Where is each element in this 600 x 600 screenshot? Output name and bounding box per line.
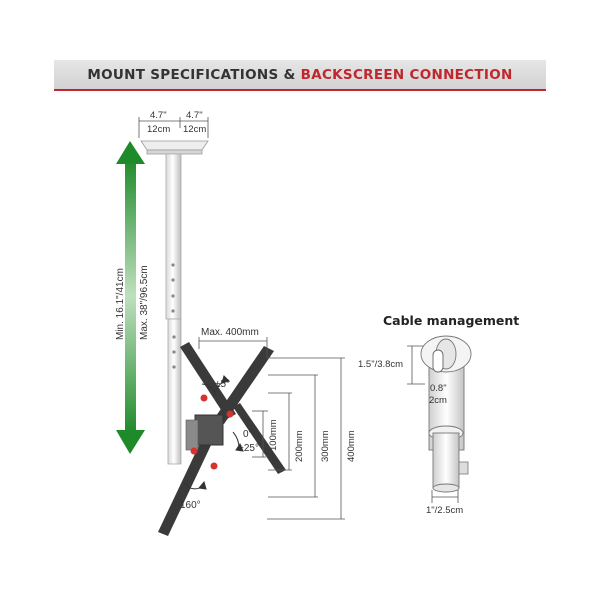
vesa-height-200: 200mm — [294, 430, 305, 462]
height-range-arrow — [116, 141, 145, 454]
cable-slot-width-inch: 0.8" — [430, 383, 447, 394]
ceiling-plate — [140, 140, 209, 155]
vesa-height-100: 100mm — [268, 419, 279, 451]
cable-management-title: Cable management — [383, 313, 520, 328]
banner-title: MOUNT SPECIFICATIONS & BACKSCREEN CONNEC… — [54, 67, 546, 83]
height-max-label: Max. 38"/96.5cm — [139, 265, 150, 340]
height-min-label: Min. 16.1"/41cm — [115, 268, 126, 340]
vesa-bracket — [158, 342, 286, 536]
banner-title-main: MOUNT SPECIFICATIONS & — [87, 67, 301, 83]
plate-width-inch: 4.7" — [150, 110, 167, 121]
plate-depth-inch: 4.7" — [186, 110, 203, 121]
plate-width-cm: 12cm — [147, 124, 171, 135]
header-banner: MOUNT SPECIFICATIONS & BACKSCREEN CONNEC… — [54, 60, 546, 91]
vesa-dimension-lines — [198, 337, 345, 520]
vesa-height-400: 400mm — [346, 430, 357, 462]
ceiling-pole — [165, 153, 182, 465]
vesa-max-width-label: Max. 400mm — [201, 327, 259, 338]
cable-top-diameter: 1.5"/3.8cm — [358, 359, 404, 370]
tilt-arrows — [183, 375, 244, 490]
ceiling-plate-dimensions — [138, 117, 209, 138]
tilt-zero-label: 0° — [243, 429, 253, 440]
tilt-small-label: ±5° — [215, 379, 231, 390]
plate-depth-cm: 12cm — [183, 124, 207, 135]
cable-pole-diameter: 1"/2.5cm — [426, 505, 464, 516]
vesa-height-300: 300mm — [320, 430, 331, 462]
banner-title-accent: BACKSCREEN CONNECTION — [300, 67, 513, 83]
cable-slot-width-cm: 2cm — [429, 395, 447, 406]
tilt-range-label: +25° — [238, 443, 259, 454]
swivel-label: 160° — [180, 500, 201, 511]
cable-management-drawing — [407, 335, 472, 503]
